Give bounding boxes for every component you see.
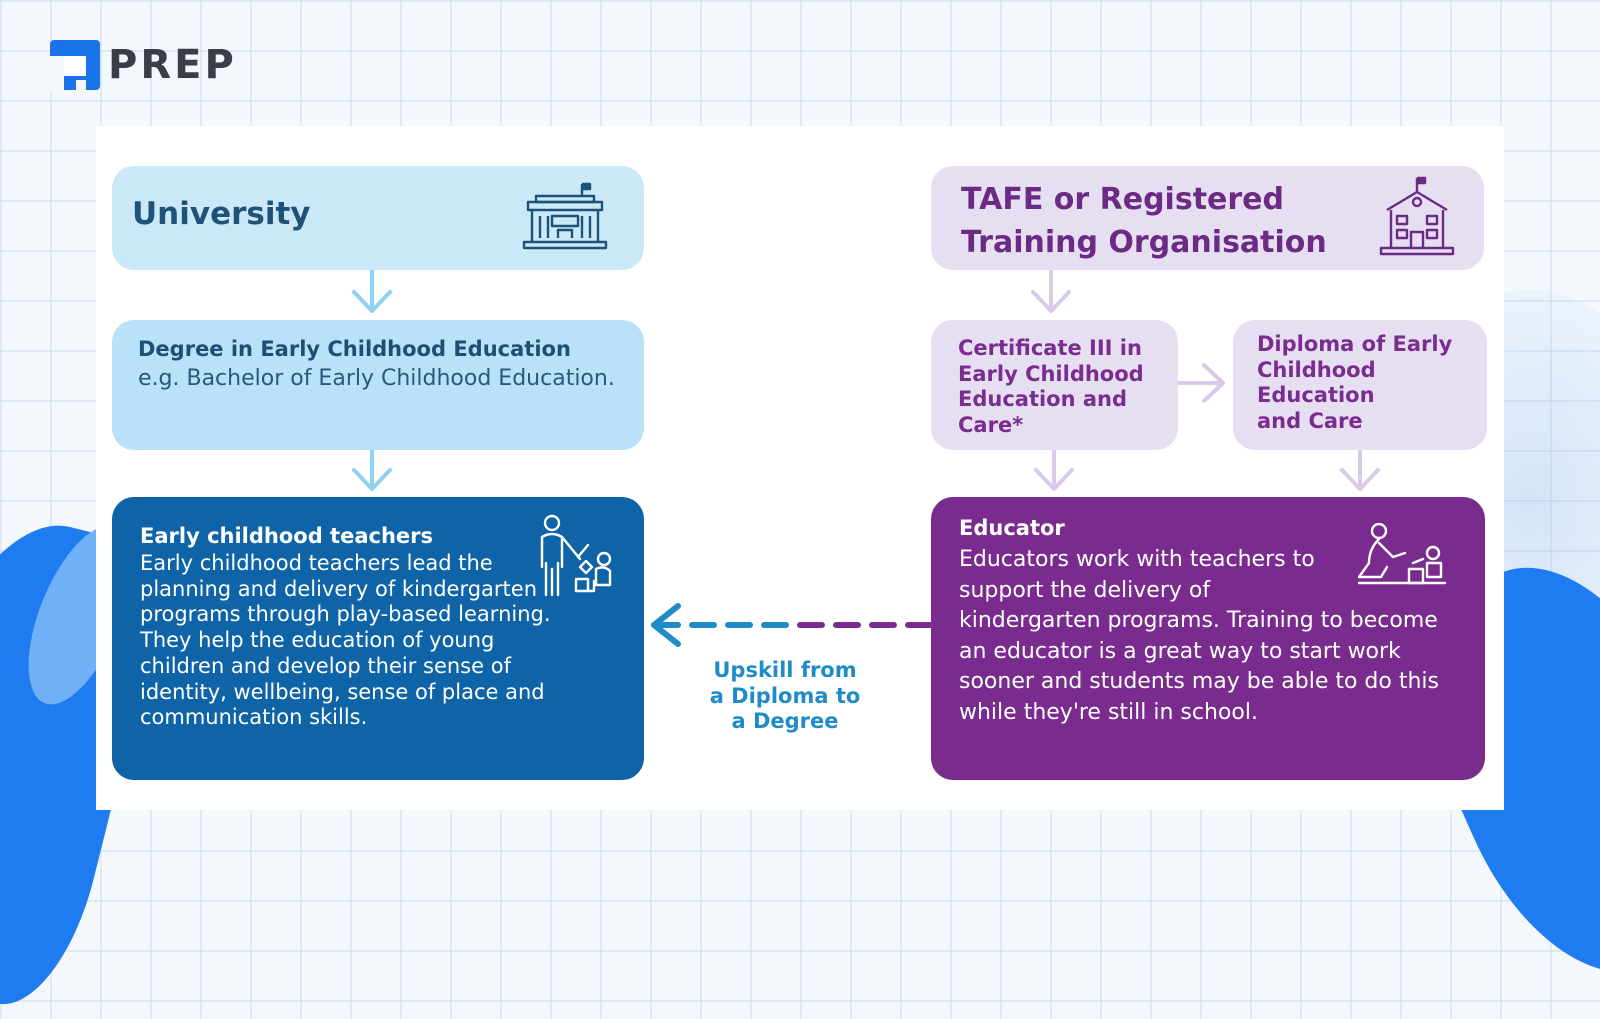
teachers-box: Early childhood teachers Early childhood… xyxy=(112,497,644,780)
diploma-line3: Education xyxy=(1257,383,1375,407)
prep-logo[interactable]: PREP xyxy=(50,40,237,90)
diploma-title: Diploma of Early Childhood Education and… xyxy=(1257,332,1463,434)
arrow-university-to-degree xyxy=(352,268,392,313)
upskill-line2: a Diploma to xyxy=(709,683,861,708)
degree-description: e.g. Bachelor of Early Childhood Educati… xyxy=(138,366,615,391)
upskill-line3: a Degree xyxy=(731,709,839,733)
certificate-line2: Early Childhood xyxy=(958,361,1144,386)
arrow-diploma-to-educator xyxy=(1340,448,1380,491)
degree-title: Degree in Early Childhood Education xyxy=(138,337,571,361)
tafe-header: TAFE or Registered Training Organisation xyxy=(931,166,1484,270)
arrow-tafe-to-certificate xyxy=(1031,268,1071,313)
logo-text: PREP xyxy=(108,42,237,88)
certificate-line3: Education and xyxy=(958,387,1128,411)
arrow-certificate-to-diploma xyxy=(1176,363,1225,403)
educator-box: Educator Educators work with teachers to… xyxy=(931,497,1485,780)
educator-description: Educators work with teachers to support … xyxy=(959,545,1457,729)
prep-logo-icon xyxy=(50,40,100,90)
educator-desc-rest: kindergarten programs. Training to becom… xyxy=(959,608,1439,725)
teachers-description: Early childhood teachers lead the planni… xyxy=(140,551,551,730)
upskill-label: Upskill from a Diploma to a Degree xyxy=(690,658,880,735)
educator-title: Educator xyxy=(959,516,1065,540)
arrow-degree-to-teachers xyxy=(352,448,392,491)
educator-desc-line1: Educators work with teachers to xyxy=(959,547,1315,572)
certificate-line1: Certificate III in xyxy=(958,336,1142,360)
certificate-line4: Care* xyxy=(958,412,1024,437)
school-building-icon xyxy=(1379,176,1455,256)
flow-connectors xyxy=(352,268,1380,647)
certificate-iii-box: Certificate III in Early Childhood Educa… xyxy=(931,320,1178,450)
certificate-iii-title: Certificate III in Early Childhood Educa… xyxy=(958,336,1151,438)
teachers-title: Early childhood teachers xyxy=(140,524,433,548)
arrow-upskill-dashed xyxy=(651,603,933,647)
university-title: University xyxy=(132,196,311,232)
tafe-title-line2: Training Organisation xyxy=(961,225,1327,260)
diploma-line4: and Care xyxy=(1257,408,1363,433)
educator-playing-with-child-icon xyxy=(1357,523,1447,585)
teacher-with-child-icon xyxy=(540,514,612,597)
diploma-box: Diploma of Early Childhood Education and… xyxy=(1233,320,1487,450)
diploma-line1: Diploma of Early xyxy=(1257,332,1453,356)
educator-desc-line2: support the delivery of xyxy=(959,577,1211,603)
tafe-title-line1: TAFE or Registered xyxy=(961,182,1284,217)
diploma-line2: Childhood xyxy=(1257,357,1376,382)
arrow-certificate-to-educator xyxy=(1034,448,1074,491)
university-header: University xyxy=(112,166,644,270)
university-building-icon xyxy=(522,182,608,250)
tafe-title: TAFE or Registered Training Organisation xyxy=(961,178,1327,264)
upskill-line1: Upskill from xyxy=(713,658,857,682)
degree-box: Degree in Early Childhood Education e.g.… xyxy=(112,320,644,450)
